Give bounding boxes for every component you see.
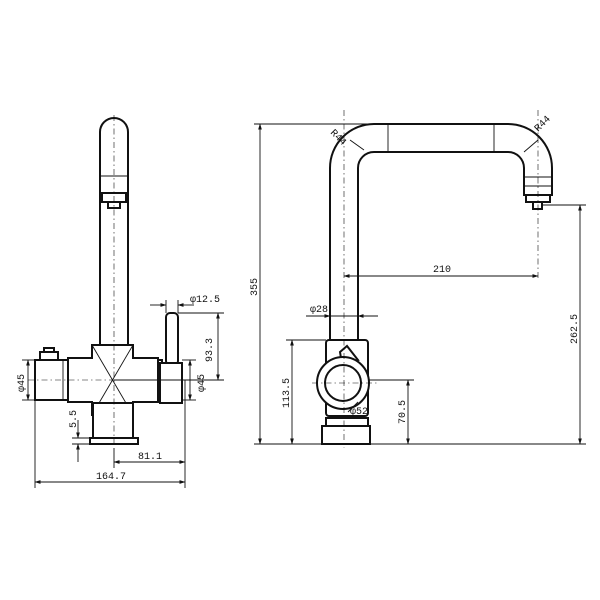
dim-side-70-5: 70.5 [398, 400, 409, 424]
dim-leader [523, 139, 539, 153]
dim-left-d45-right: φ45 [197, 374, 208, 392]
front-view: φ12.5 93.3 φ45 φ45 5.5 81.1 164.7 [17, 115, 224, 488]
front-lever [165, 312, 179, 366]
dim-leader [347, 401, 359, 413]
dim-left-d12-5: φ12.5 [190, 295, 220, 306]
dim-leader [349, 139, 365, 151]
front-lower-column [92, 402, 134, 440]
side-view: R44 R44 355 210 φ28 262.5 113.5 φ52 70.5 [250, 110, 586, 448]
front-top-knob-cap [39, 351, 59, 361]
dim-left-d45-left: φ45 [17, 374, 28, 392]
side-spout-tube [329, 123, 553, 341]
side-base [321, 425, 371, 445]
front-spout-tube [99, 117, 129, 346]
dim-side-d52: φ52 [350, 407, 368, 418]
dim-side-210: 210 [433, 265, 451, 276]
dim-side-113-5: 113.5 [282, 378, 293, 408]
dim-side-355: 355 [250, 278, 261, 296]
side-aerator [532, 201, 543, 210]
dim-left-81-1: 81.1 [138, 452, 162, 463]
dim-left-164-7: 164.7 [96, 472, 126, 483]
dim-left-5-5: 5.5 [69, 410, 80, 428]
side-base-collar [325, 417, 369, 427]
dim-side-r44-right: R44 [533, 114, 554, 135]
dim-left-93-3: 93.3 [205, 338, 216, 362]
dim-side-262-5: 262.5 [570, 314, 581, 344]
front-lever-body [159, 362, 183, 404]
dim-side-d28: φ28 [310, 305, 328, 316]
